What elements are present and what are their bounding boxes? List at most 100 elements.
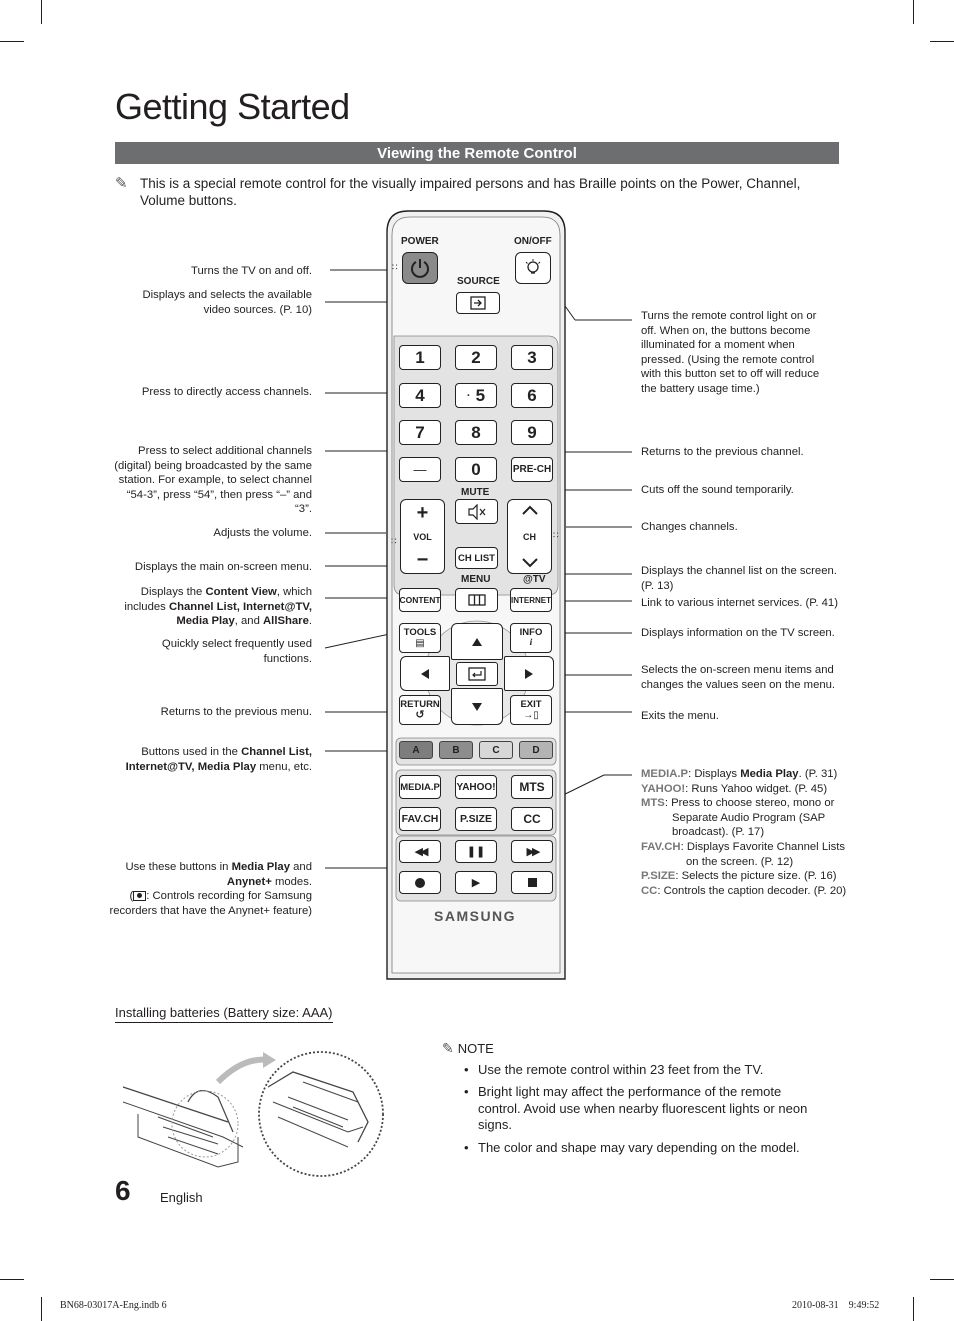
label-mute: Cuts off the sound temporarily. xyxy=(641,484,794,496)
list-item: The color and shape may vary depending o… xyxy=(462,1140,822,1157)
crop-mark xyxy=(0,41,24,42)
label-exit: Exits the menu. xyxy=(641,710,719,722)
pencil-icon: ✎ xyxy=(115,175,128,192)
fast-forward-icon: ▶▶ xyxy=(526,846,541,858)
color-key-c-button[interactable]: C xyxy=(479,741,513,759)
return-button[interactable]: RETURN↺ xyxy=(399,695,441,725)
label-ch-list: Displays the channel list on the screen.… xyxy=(641,565,837,592)
nav-down-button[interactable] xyxy=(451,688,503,725)
brand-logo: SAMSUNG xyxy=(434,908,517,924)
label-source: Displays and selects the available video… xyxy=(142,289,312,316)
cc-button[interactable]: CC xyxy=(511,807,553,831)
tools-button[interactable]: TOOLS▤ xyxy=(399,623,441,653)
stop-icon xyxy=(527,878,537,887)
fav-ch-button[interactable]: FAV.CH xyxy=(399,807,441,831)
nav-up-button[interactable] xyxy=(451,623,503,660)
dash-button[interactable]: — xyxy=(399,457,441,482)
label-menu: Displays the main on-screen menu. xyxy=(134,561,312,573)
arrow-up-icon xyxy=(472,637,482,646)
record-icon xyxy=(415,877,425,888)
volume-rocker[interactable]: + VOL − xyxy=(400,499,445,574)
label-volume: Adjusts the volume. xyxy=(213,527,312,539)
fast-forward-button[interactable]: ▶▶ xyxy=(511,840,553,863)
pre-ch-button[interactable]: PRE-CH xyxy=(511,457,553,482)
volume-down-icon: − xyxy=(416,549,429,571)
rewind-icon: ◀◀ xyxy=(414,846,429,858)
crop-mark xyxy=(0,1279,24,1280)
ch-list-button[interactable]: CH LIST xyxy=(455,547,498,569)
play-icon: ▶ xyxy=(471,877,481,889)
channel-down-icon xyxy=(521,558,538,568)
digit-6-button[interactable]: 6 xyxy=(511,383,553,408)
ch-text: CH xyxy=(523,531,536,542)
page-title: Getting Started xyxy=(115,86,350,127)
crop-mark xyxy=(930,1279,954,1280)
content-button[interactable]: CONTENT xyxy=(399,588,441,612)
record-button[interactable] xyxy=(399,871,441,894)
exit-text: EXIT xyxy=(520,699,542,710)
enter-button[interactable] xyxy=(456,662,498,686)
mute-button[interactable] xyxy=(455,499,498,524)
source-icon xyxy=(470,296,486,310)
media-p-button[interactable]: MEDIA.P xyxy=(399,775,441,799)
digit-0-button[interactable]: 0 xyxy=(455,457,497,482)
enter-icon xyxy=(468,667,486,681)
at-tv-text: @TV xyxy=(523,574,546,585)
color-key-b-button[interactable]: B xyxy=(439,741,473,759)
nav-right-button[interactable] xyxy=(504,656,554,691)
channel-rocker[interactable]: CH xyxy=(507,499,552,574)
intro-note: ✎ This is a special remote control for t… xyxy=(115,175,815,209)
menu-button[interactable] xyxy=(455,588,498,612)
p-size-button[interactable]: P.SIZE xyxy=(455,807,497,831)
label-nav: Selects the on-screen menu items and cha… xyxy=(641,664,836,691)
return-icon: ↺ xyxy=(415,709,425,721)
label-power: Turns the TV on and off. xyxy=(191,265,312,277)
label-dash: Press to select additional channels (dig… xyxy=(114,445,312,516)
label-color-buttons: Buttons used in the Channel List, Intern… xyxy=(125,746,312,773)
label-ch: Changes channels. xyxy=(641,521,738,533)
braille-dots: ∷ xyxy=(392,262,398,272)
stop-button[interactable] xyxy=(511,871,553,894)
digit-8-button[interactable]: 8 xyxy=(455,420,497,445)
list-item: Bright light may affect the performance … xyxy=(462,1084,822,1133)
light-bulb-icon xyxy=(525,259,541,274)
volume-up-icon: + xyxy=(416,502,429,524)
digit-3-button[interactable]: 3 xyxy=(511,345,553,370)
digit-7-button[interactable]: 7 xyxy=(399,420,441,445)
color-key-a-button[interactable]: A xyxy=(399,741,433,759)
section-banner: Viewing the Remote Control xyxy=(115,142,839,164)
label-tools: Quickly select frequently used functions… xyxy=(161,638,312,665)
digit-9-button[interactable]: 9 xyxy=(511,420,553,445)
nav-left-button[interactable] xyxy=(400,656,450,691)
on-off-button[interactable] xyxy=(515,252,551,284)
digit-4-button[interactable]: 4 xyxy=(399,383,441,408)
note-heading: ✎NOTE xyxy=(442,1040,494,1056)
record-icon xyxy=(133,891,147,902)
digit-1-button[interactable]: 1 xyxy=(399,345,441,370)
label-media-buttons: Use these buttons in Media Play and Anyn… xyxy=(109,861,312,917)
on-off-text: ON/OFF xyxy=(514,236,552,247)
play-button[interactable]: ▶ xyxy=(455,871,497,894)
page-number: 6 xyxy=(115,1175,131,1206)
menu-icon xyxy=(467,594,486,606)
source-button[interactable] xyxy=(456,292,500,314)
yahoo-button[interactable]: YAHOO! xyxy=(455,775,497,799)
info-icon: i xyxy=(529,638,533,648)
color-key-d-button[interactable]: D xyxy=(519,741,553,759)
pause-icon: ❚❚ xyxy=(466,846,486,858)
source-text: SOURCE xyxy=(457,276,500,287)
rewind-button[interactable]: ◀◀ xyxy=(399,840,441,863)
label-info: Displays information on the TV screen. xyxy=(641,627,835,639)
digit-5-button[interactable]: ·5 xyxy=(455,383,497,408)
digit-2-button[interactable]: 2 xyxy=(455,345,497,370)
mts-button[interactable]: MTS xyxy=(511,775,553,799)
power-button[interactable] xyxy=(402,252,438,284)
pause-button[interactable]: ❚❚ xyxy=(455,840,497,863)
internet-button[interactable]: INTERNET xyxy=(510,588,552,612)
exit-button[interactable]: EXIT→▯ xyxy=(510,695,552,725)
vol-text: VOL xyxy=(413,531,432,542)
remote-control: POWER ON/OFF ∷ SOURCE 1 2 3 4 ·5 6 7 8 9… xyxy=(386,210,566,980)
note-list: Use the remote control within 23 feet fr… xyxy=(462,1062,822,1162)
channel-up-icon xyxy=(521,505,538,515)
